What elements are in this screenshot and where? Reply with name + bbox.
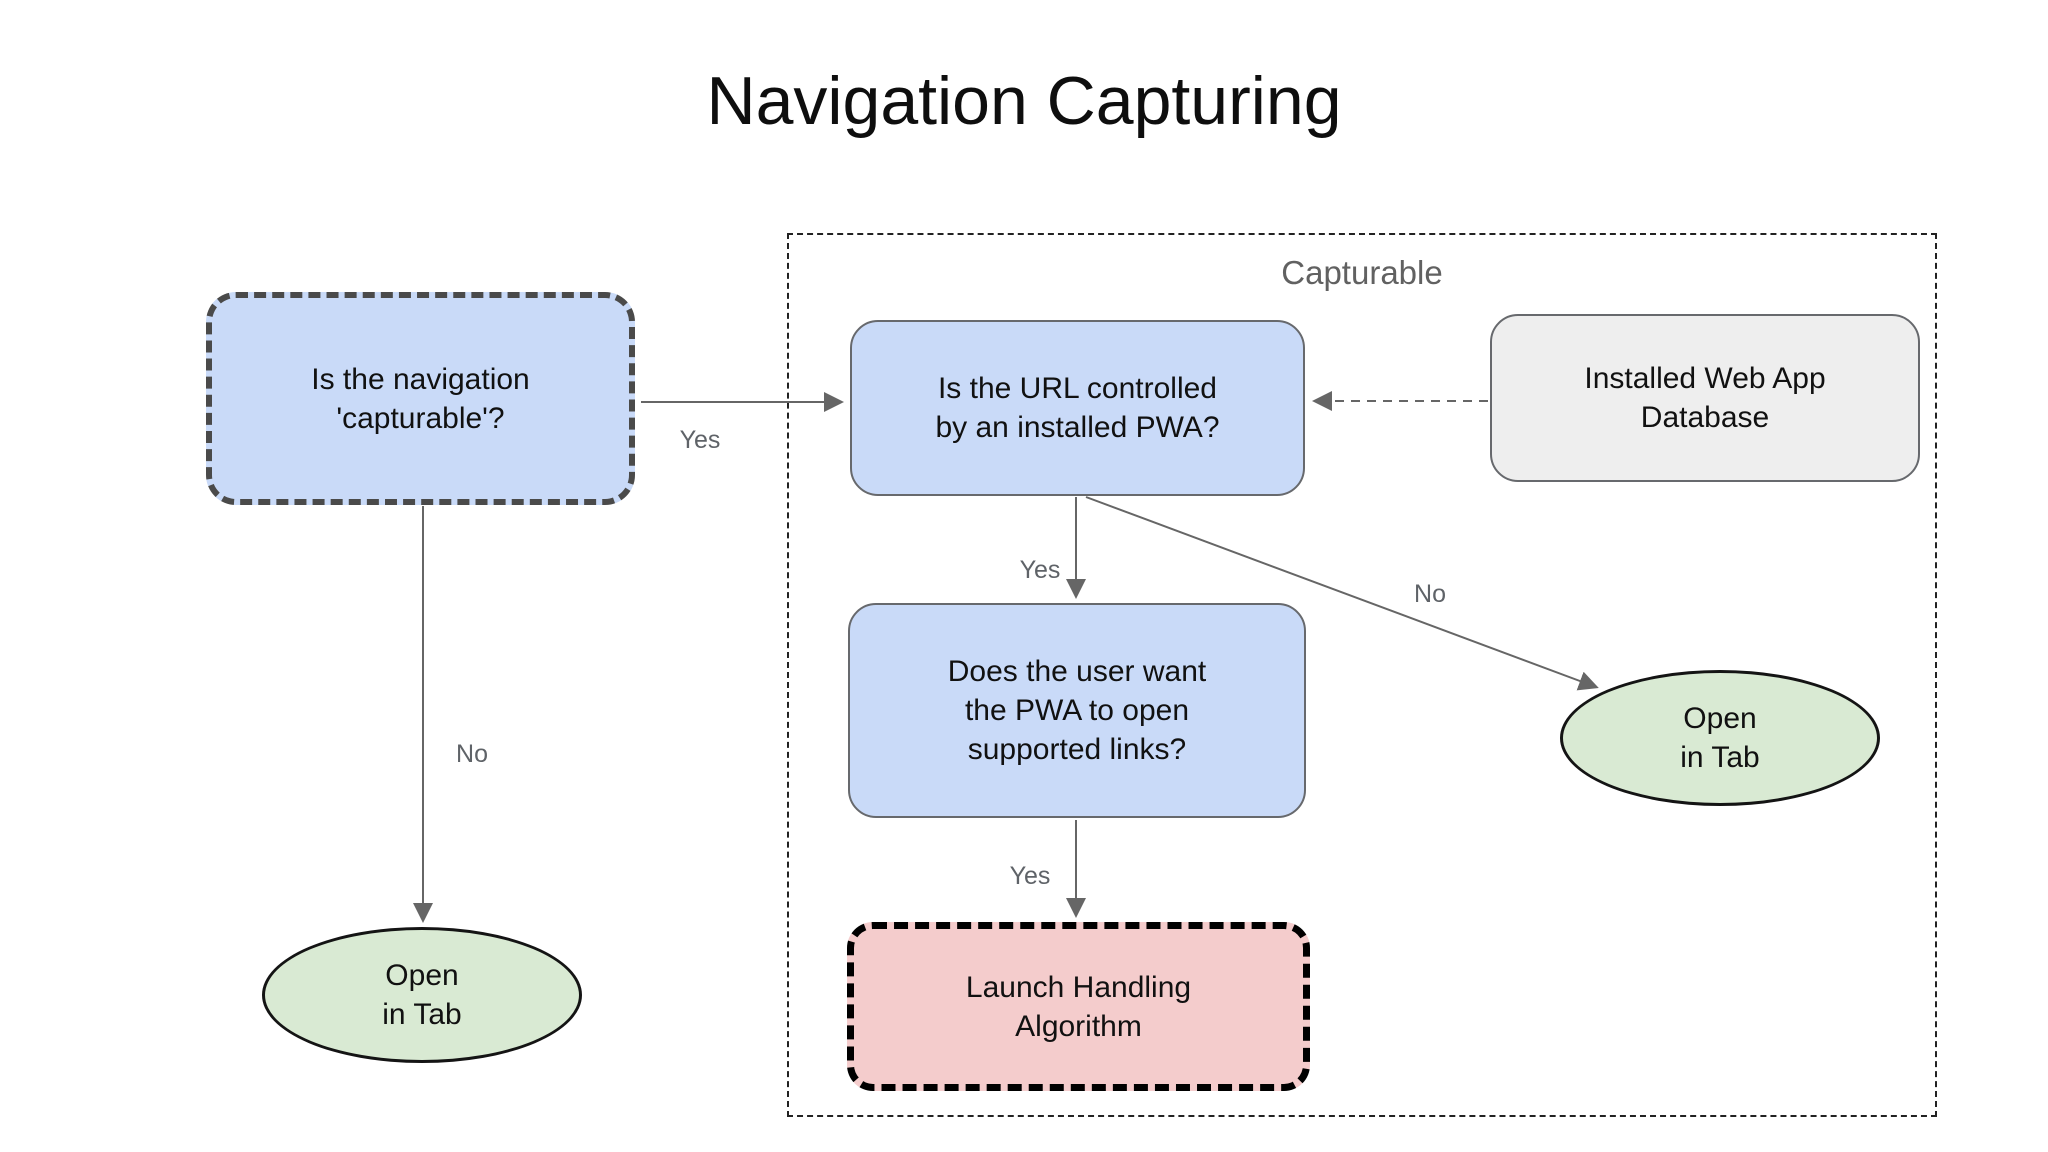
edge-label-links-yes: Yes bbox=[1009, 862, 1051, 890]
node-installed-web-app-database: Installed Web App Database bbox=[1490, 314, 1920, 482]
node-is-navigation-capturable-text: Is the navigation 'capturable'? bbox=[311, 362, 530, 435]
capturable-group-label: Capturable bbox=[1281, 254, 1443, 291]
node-launch-handling-algorithm: Launch Handling Algorithm bbox=[847, 922, 1310, 1091]
capturable-group-boundary bbox=[787, 233, 1937, 1117]
node-launch-handling-algorithm-text: Launch Handling Algorithm bbox=[965, 970, 1192, 1043]
edge-label-url-no: No bbox=[1414, 580, 1446, 608]
node-is-url-controlled-by-pwa: Is the URL controlled by an installed PW… bbox=[850, 320, 1305, 496]
node-does-user-want-supported-links: Does the user want the PWA to open suppo… bbox=[848, 603, 1306, 818]
node-does-user-want-supported-links-text: Does the user want the PWA to open suppo… bbox=[947, 655, 1207, 766]
node-open-in-tab-left: Open in Tab bbox=[262, 927, 582, 1063]
edge-label-url-yes: Yes bbox=[1019, 556, 1061, 584]
node-installed-web-app-database-text: Installed Web App Database bbox=[1584, 362, 1826, 434]
node-is-url-controlled-by-pwa-text: Is the URL controlled by an installed PW… bbox=[935, 372, 1220, 444]
diagram-title: Navigation Capturing bbox=[706, 63, 1342, 139]
edge-label-capturable-yes: Yes bbox=[679, 426, 721, 454]
node-open-in-tab-right: Open in Tab bbox=[1560, 670, 1880, 806]
edge-label-capturable-no: No bbox=[456, 740, 488, 768]
node-open-in-tab-left-text: Open in Tab bbox=[382, 959, 462, 1031]
node-open-in-tab-right-text: Open in Tab bbox=[1680, 702, 1760, 774]
node-is-navigation-capturable: Is the navigation 'capturable'? bbox=[206, 292, 635, 505]
